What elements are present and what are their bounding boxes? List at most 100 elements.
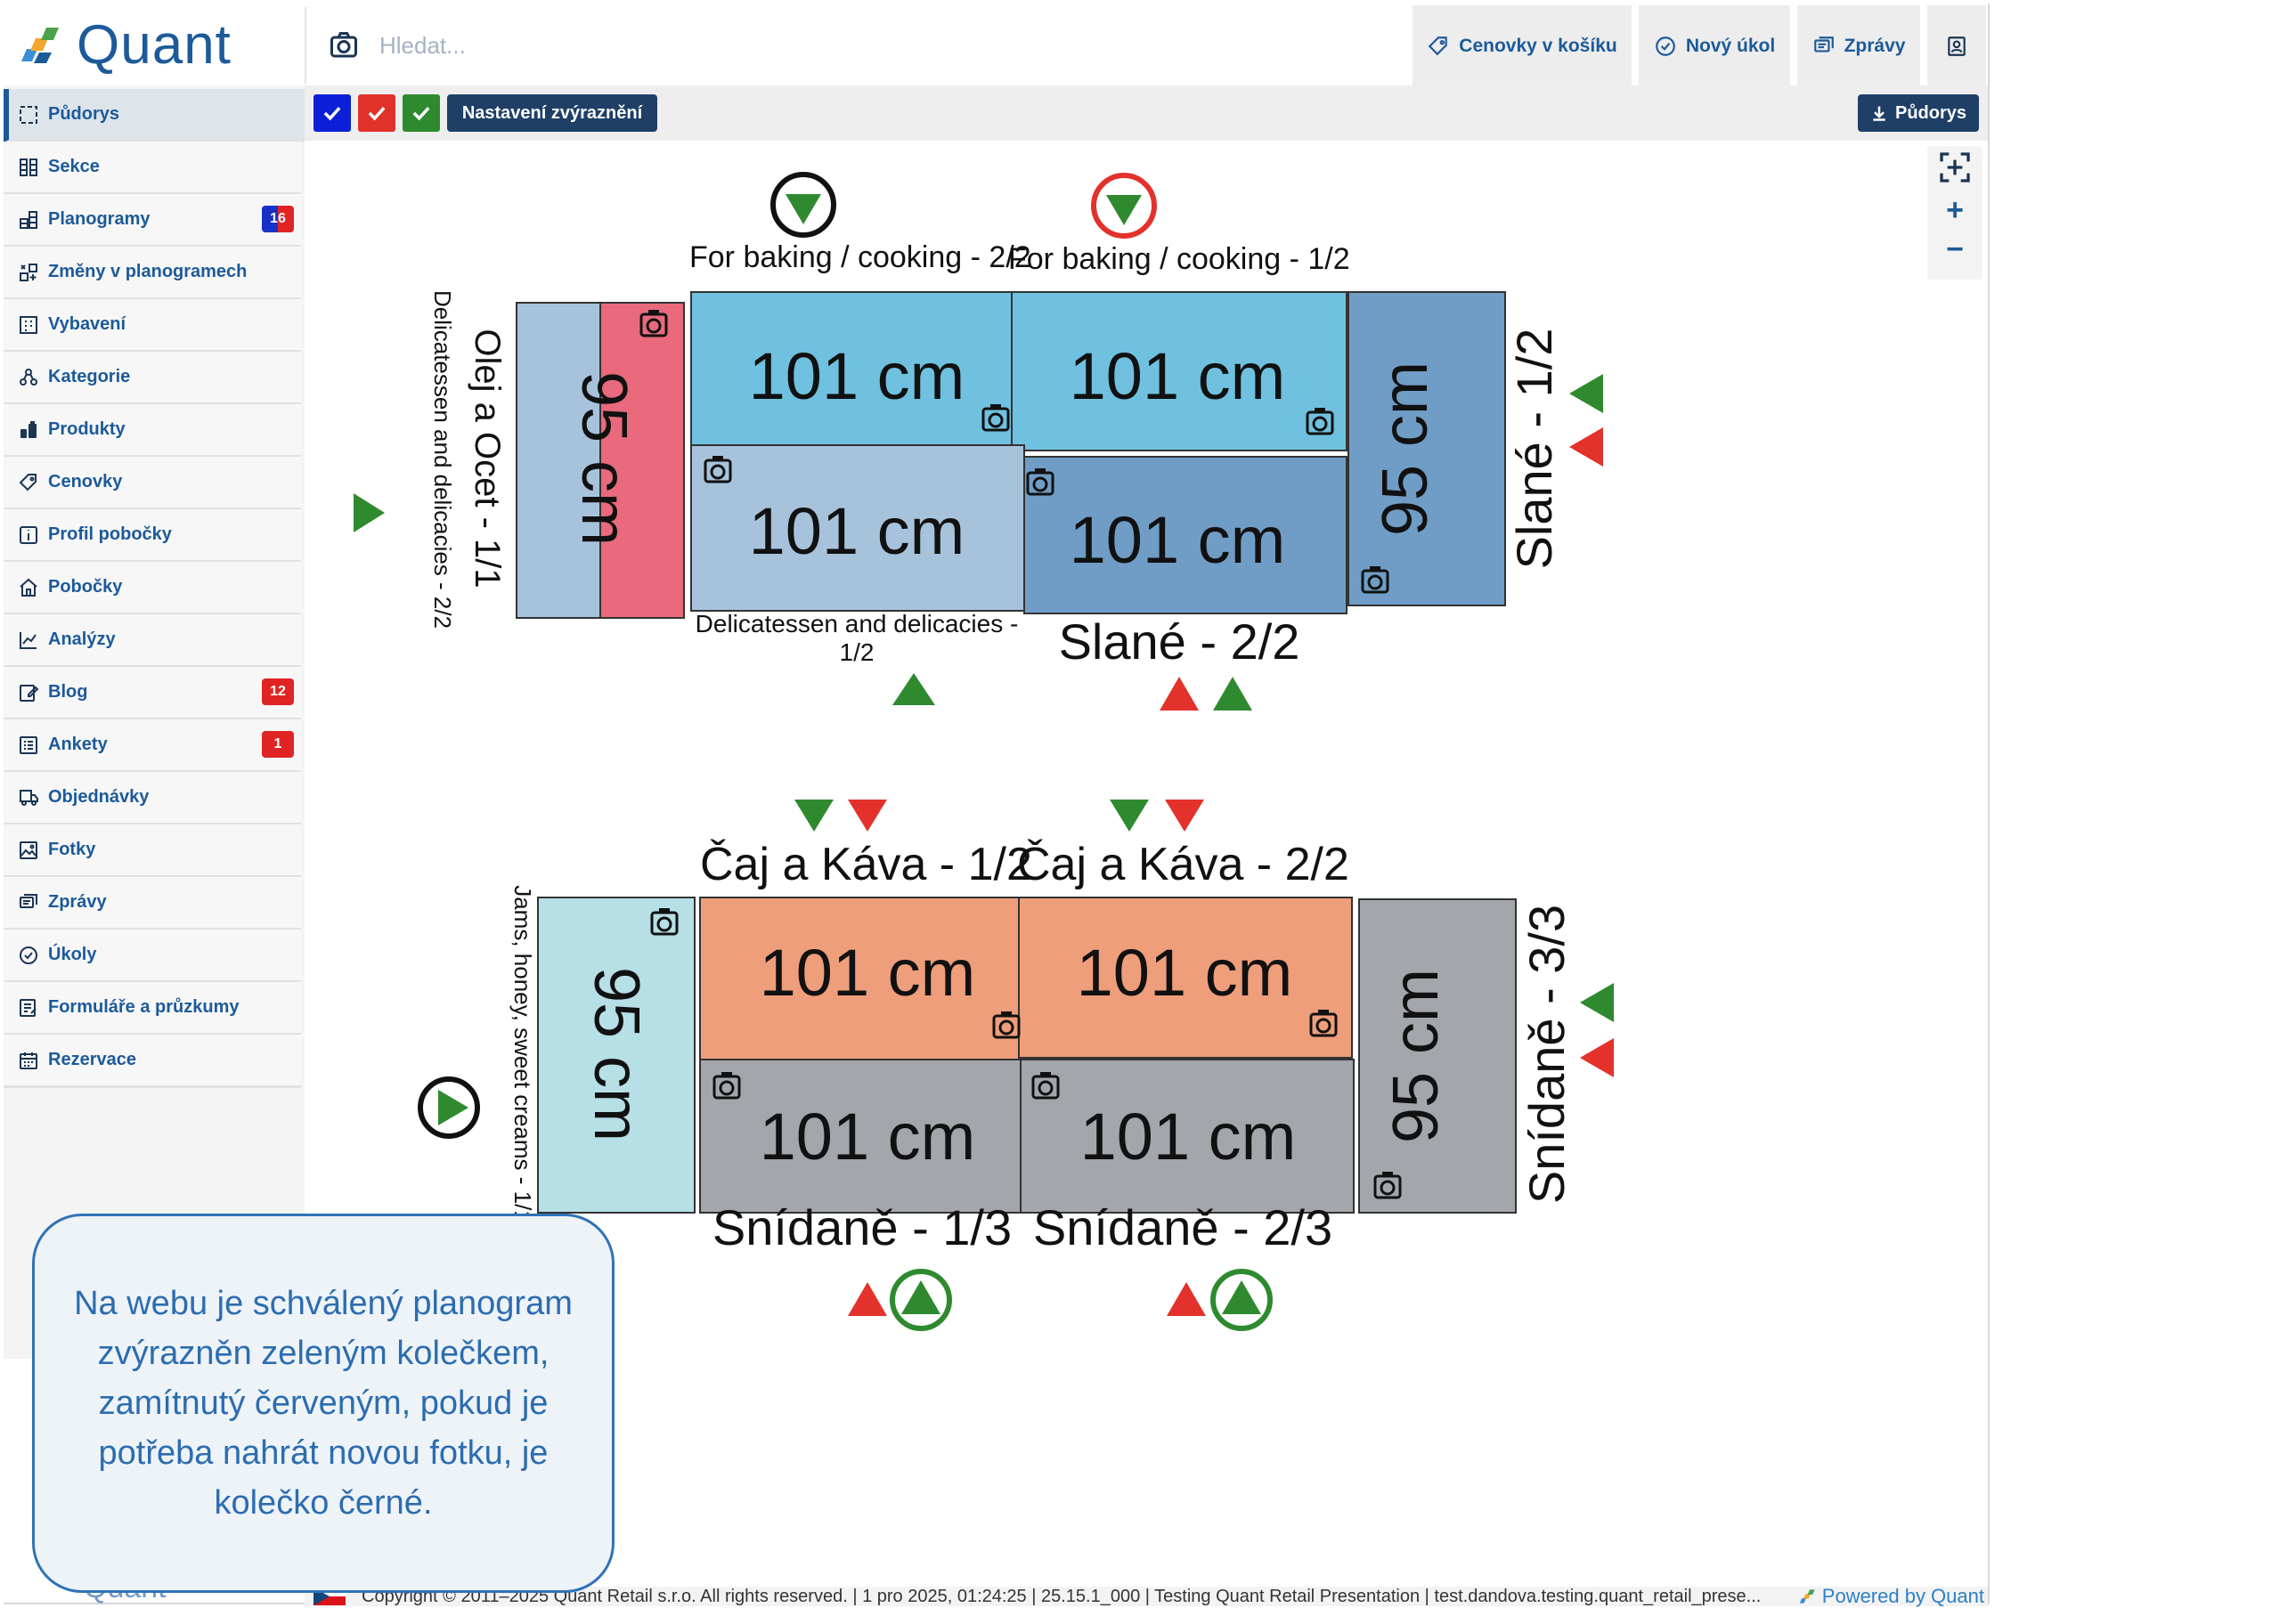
status-circle-black[interactable] [418, 1076, 480, 1139]
sidebar-item-price-tags[interactable]: Cenovky [4, 457, 301, 510]
sidebar-item-branches[interactable]: Pobočky [4, 562, 301, 615]
forms-icon [20, 998, 37, 1017]
blog-count-badge: 12 [262, 678, 294, 705]
sidebar-item-tasks[interactable]: Úkoly [4, 930, 301, 983]
price-tags-cart-button[interactable]: Cenovky v košíku [1413, 5, 1632, 87]
info-icon [20, 525, 37, 544]
search-bar [305, 7, 1411, 84]
sidebar-item-orders[interactable]: Objednávky [4, 772, 301, 825]
shelf-size-101: 101 cm [1080, 1100, 1297, 1174]
checkmark-icon [323, 106, 341, 121]
sidebar-item-blog[interactable]: Blog 12 [4, 667, 301, 720]
quant-logo-icon [21, 28, 59, 63]
logo[interactable]: Quant [20, 14, 232, 76]
zoom-in-button[interactable]: + [1946, 192, 1964, 227]
calendar-icon [20, 1052, 37, 1069]
blue-filter-checkbox[interactable] [313, 94, 351, 132]
messages-icon [1813, 37, 1834, 53]
status-circle-green[interactable] [890, 1269, 952, 1331]
arrow-left-red-icon [1580, 1038, 1614, 1077]
search-input[interactable] [378, 30, 1183, 61]
arrow-up-green-icon [1213, 677, 1252, 711]
header: Quant Cenovky v košíku Nový úkol Zprávy [4, 4, 1988, 87]
sidebar-item-categories[interactable]: Kategorie [4, 352, 301, 405]
floorplan-canvas[interactable]: For baking / cooking - 2/2 For baking / … [305, 141, 1988, 1587]
sidebar-item-equipment[interactable]: Vybavení [4, 299, 301, 353]
sidebar-item-forms[interactable]: Formuláře a průzkumy [4, 982, 301, 1035]
sidebar-item-label: Fotky [48, 840, 96, 859]
status-circle-red[interactable] [1091, 173, 1157, 239]
zoom-out-button[interactable]: − [1946, 231, 1964, 266]
shelf-caj-1[interactable] [699, 897, 1020, 1060]
checkmark-icon [412, 106, 430, 121]
status-circle-black[interactable] [770, 172, 836, 238]
messages-button[interactable]: Zprávy [1797, 5, 1920, 87]
copyright-text: Copyright © 2011–2025 Quant Retail s.r.o… [362, 1586, 1762, 1606]
floorplan-toolbar: Nastavení zvýraznění Půdorys [305, 85, 1988, 141]
orders-icon [20, 789, 38, 806]
download-floorplan-button[interactable]: Půdorys [1858, 94, 1979, 132]
checkmark-icon [368, 106, 386, 121]
shelf-baking-1[interactable] [1011, 291, 1347, 451]
planogram-changes-icon [20, 263, 37, 281]
shelf-deli-1[interactable] [690, 444, 1025, 612]
tag-icon [1428, 37, 1448, 56]
shelf-olej[interactable] [516, 302, 601, 619]
analytics-icon [20, 631, 37, 649]
shelf-label-snidane-2: Snídaně - 2/3 [1033, 1199, 1332, 1255]
shelf-size-101: 101 cm [749, 339, 965, 413]
categories-icon [20, 368, 37, 386]
profile-button[interactable] [1927, 5, 1986, 87]
sidebar-item-label: Změny v planogramech [48, 262, 248, 281]
arrow-down-green-icon [794, 800, 834, 832]
shelf-baking-2[interactable] [690, 291, 1013, 446]
shelf-slane-2[interactable] [1023, 456, 1347, 614]
quant-logo-icon [1799, 1589, 1815, 1604]
status-circle-green[interactable] [1210, 1269, 1273, 1331]
arrow-left-green-icon [1580, 983, 1614, 1022]
sidebar-item-label: Pobočky [48, 577, 123, 597]
highlight-settings-button[interactable]: Nastavení zvýraznění [447, 94, 657, 132]
shelf-label-baking-2: For baking / cooking - 2/2 [689, 240, 1031, 274]
sidebar-item-reservations[interactable]: Rezervace [4, 1035, 301, 1088]
red-filter-checkbox[interactable] [358, 94, 395, 132]
green-filter-checkbox[interactable] [403, 94, 440, 132]
sidebar-item-label: Produkty [48, 419, 126, 439]
survey-icon [20, 735, 37, 754]
blog-icon [20, 684, 39, 702]
shelf-snidane-1[interactable] [699, 1059, 1022, 1214]
camera-search-icon[interactable] [328, 29, 360, 61]
shelf-size-101: 101 cm [760, 1100, 976, 1174]
shelf-label-baking-1: For baking / cooking - 1/2 [1008, 242, 1350, 276]
shelf-slane-1[interactable] [1347, 291, 1506, 606]
sidebar-item-products[interactable]: Produkty [4, 404, 301, 458]
sidebar-item-surveys[interactable]: Ankety 1 [4, 719, 301, 773]
shelf-jams[interactable] [537, 897, 696, 1214]
shelf-olej-highlight[interactable] [599, 302, 685, 619]
shelf-size-101: 101 cm [760, 936, 976, 1010]
powered-by-link[interactable]: Powered by Quant [1799, 1585, 1984, 1608]
arrow-down-green-icon [1110, 800, 1149, 832]
arrow-left-red-icon [1569, 427, 1603, 467]
floorplan-svg: For baking / cooking - 2/2 For baking / … [354, 172, 1614, 1331]
sidebar-item-sections[interactable]: Sekce [4, 142, 301, 195]
shelf-snidane-3[interactable] [1358, 898, 1517, 1214]
sidebar-item-branch-profile[interactable]: Profil pobočky [4, 509, 301, 563]
sidebar-item-messages[interactable]: Zprávy [4, 877, 301, 930]
sidebar-item-planograms[interactable]: Planogramy 16 [4, 194, 301, 248]
fit-screen-button[interactable] [1927, 150, 1983, 185]
sidebar-item-planogram-changes[interactable]: Změny v planogramech [4, 247, 301, 300]
help-callout: Na webu je schválený planogram zvýrazněn… [32, 1214, 615, 1593]
shelf-label-slane-1: Slané - 1/2 [1506, 329, 1562, 570]
tasks-icon [20, 946, 37, 964]
sidebar-item-label: Formuláře a průzkumy [48, 997, 240, 1017]
shelf-label-deli-1b: 1/2 [840, 638, 875, 666]
photos-icon [20, 841, 37, 859]
sidebar-item-photos[interactable]: Fotky [4, 824, 301, 878]
sidebar-item-analytics[interactable]: Analýzy [4, 614, 301, 668]
sidebar-item-floorplan[interactable]: Půdorys [4, 89, 306, 142]
sidebar-item-label: Zprávy [48, 892, 107, 912]
shelf-snidane-2[interactable] [1020, 1059, 1355, 1214]
new-task-button[interactable]: Nový úkol [1639, 5, 1790, 87]
shelf-caj-2[interactable] [1018, 897, 1353, 1059]
